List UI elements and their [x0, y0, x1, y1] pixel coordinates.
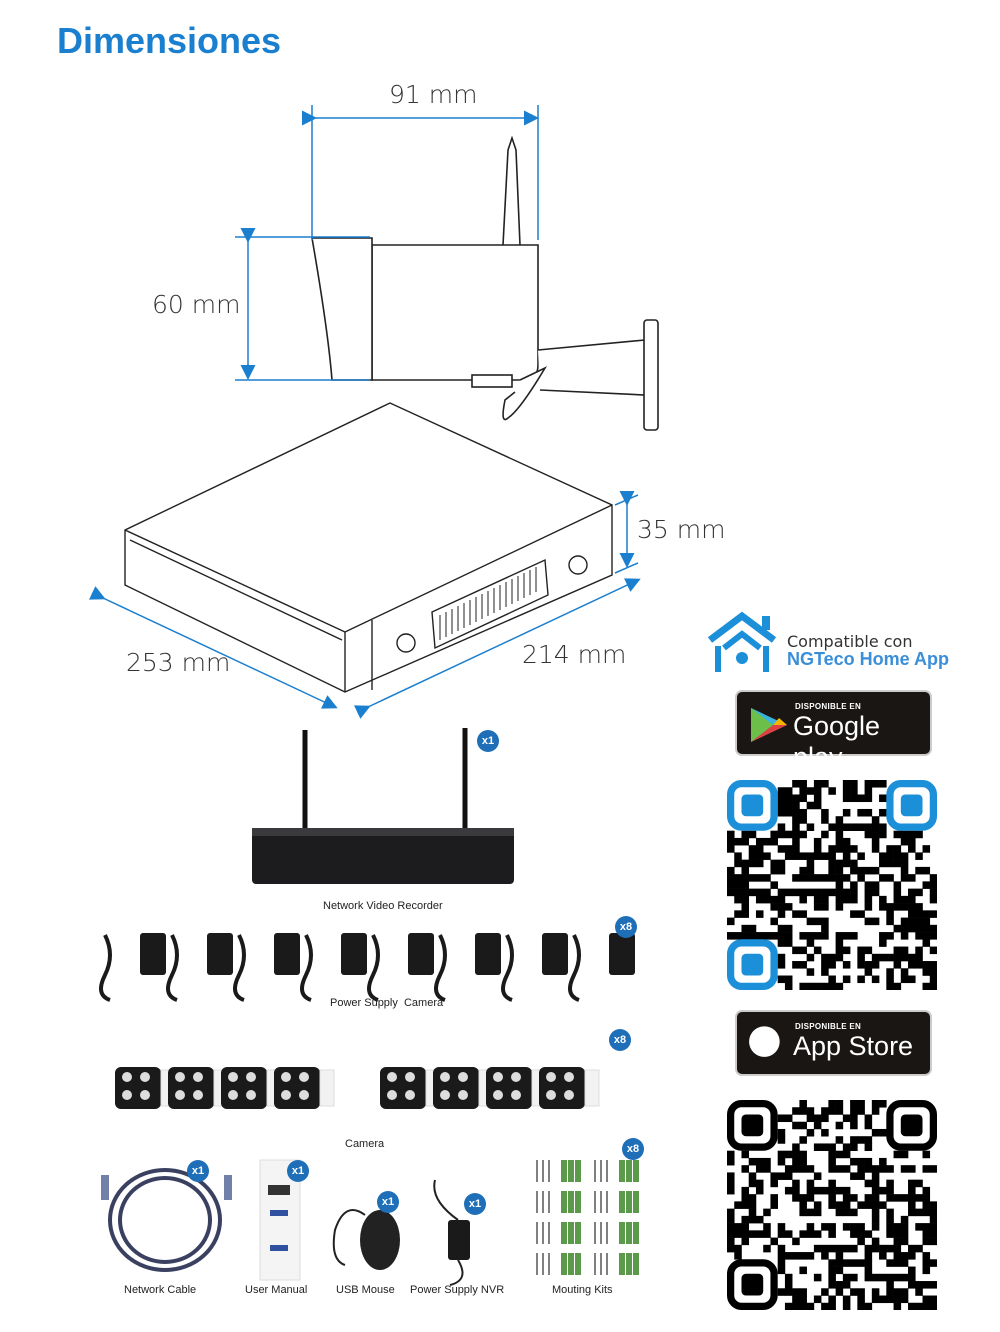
camera-icon — [115, 1067, 161, 1109]
nvr-dimension-lines — [88, 491, 641, 719]
adapter-icon — [274, 933, 300, 975]
camera-height-label: 60 mm — [152, 290, 241, 319]
nvr-power-supply-image — [433, 1179, 470, 1286]
adapter-icon — [140, 933, 166, 975]
item-label: Network Cable — [124, 1284, 197, 1296]
qty-badge: x1 — [287, 1160, 309, 1182]
camera-icon — [168, 1067, 214, 1109]
camera-icon — [433, 1067, 479, 1109]
google-play-small-text: DISPONIBLE EN — [795, 702, 862, 711]
google-play-big-text: Google play — [793, 711, 881, 772]
nvr-width-label: 253 mm — [126, 648, 231, 677]
item-label: Camera — [345, 1138, 385, 1150]
cable-icon — [166, 934, 179, 1002]
page-title: Dimensiones — [57, 20, 282, 61]
item-label: Mouting Kits — [552, 1284, 613, 1296]
item-label: USB Mouse — [336, 1284, 395, 1296]
power-supply-images — [99, 933, 635, 1002]
qty-badge: x8 — [609, 1029, 631, 1051]
camera-icon — [539, 1067, 585, 1109]
nvr-height-label: 35 mm — [637, 515, 726, 544]
qty-badge: x8 — [615, 916, 637, 938]
google-play-qr-code[interactable] — [727, 780, 937, 990]
item-label: Power Supply NVR — [410, 1284, 505, 1296]
qr-finder-pattern — [886, 780, 937, 831]
adapter-icon — [408, 933, 434, 975]
qty-badge: x1 — [464, 1193, 486, 1215]
qr-finder-pattern — [727, 1100, 778, 1151]
nvr-product-image — [252, 728, 514, 884]
camera-width-label: 91 mm — [389, 80, 478, 109]
mounting-kits-image — [536, 1160, 639, 1275]
camera-images — [115, 1067, 600, 1109]
qty-badge: x1 — [477, 730, 499, 752]
app-store-small-text: DISPONIBLE EN — [795, 1022, 862, 1031]
adapter-icon — [207, 933, 233, 975]
camera-drawing — [311, 135, 659, 431]
item-label: Network Video Recorder — [323, 900, 443, 912]
nvr-depth-label: 214 mm — [522, 640, 627, 669]
item-label: Power Supply Camera — [330, 997, 444, 1009]
cable-icon — [99, 934, 112, 1002]
adapter-icon — [542, 933, 568, 975]
adapter-icon — [475, 933, 501, 975]
compatible-text: Compatible con — [787, 632, 913, 651]
cable-icon — [300, 934, 313, 1002]
camera-icon — [380, 1067, 426, 1109]
qty-badge: x1 — [187, 1160, 209, 1182]
qty-badge: x8 — [622, 1138, 644, 1160]
adapter-icon — [609, 933, 635, 975]
camera-icon — [221, 1067, 267, 1109]
qty-badge: x1 — [377, 1191, 399, 1213]
camera-dimension-lines — [235, 105, 539, 381]
google-play-icon — [751, 708, 787, 742]
qr-finder-pattern — [727, 1259, 778, 1310]
cable-icon — [233, 934, 246, 1002]
google-play-button[interactable]: DISPONIBLE EN Google play — [735, 690, 932, 772]
qr-finder-pattern — [886, 1100, 937, 1151]
ngteco-home-icon — [707, 611, 777, 672]
cable-icon — [434, 934, 447, 1002]
app-store-button[interactable]: ● DISPONIBLE EN App Store — [735, 1010, 932, 1076]
qr-finder-pattern — [727, 939, 778, 990]
usb-mouse-image — [332, 1209, 400, 1270]
apple-icon: ● — [747, 1016, 782, 1062]
cable-icon — [568, 934, 581, 1002]
camera-icon — [486, 1067, 532, 1109]
qr-finder-pattern — [727, 780, 778, 831]
cable-icon — [367, 934, 380, 1002]
network-cable-image — [101, 1168, 232, 1272]
dimension-drawings — [88, 105, 659, 719]
app-store-big-text: App Store — [793, 1031, 914, 1061]
camera-icon — [274, 1067, 320, 1109]
app-store-qr-code[interactable] — [727, 1100, 937, 1310]
package-contents-art — [99, 728, 639, 1286]
cable-icon — [501, 934, 514, 1002]
app-name: NGTeco Home App — [787, 649, 950, 669]
adapter-icon — [341, 933, 367, 975]
item-label: User Manual — [245, 1284, 308, 1296]
